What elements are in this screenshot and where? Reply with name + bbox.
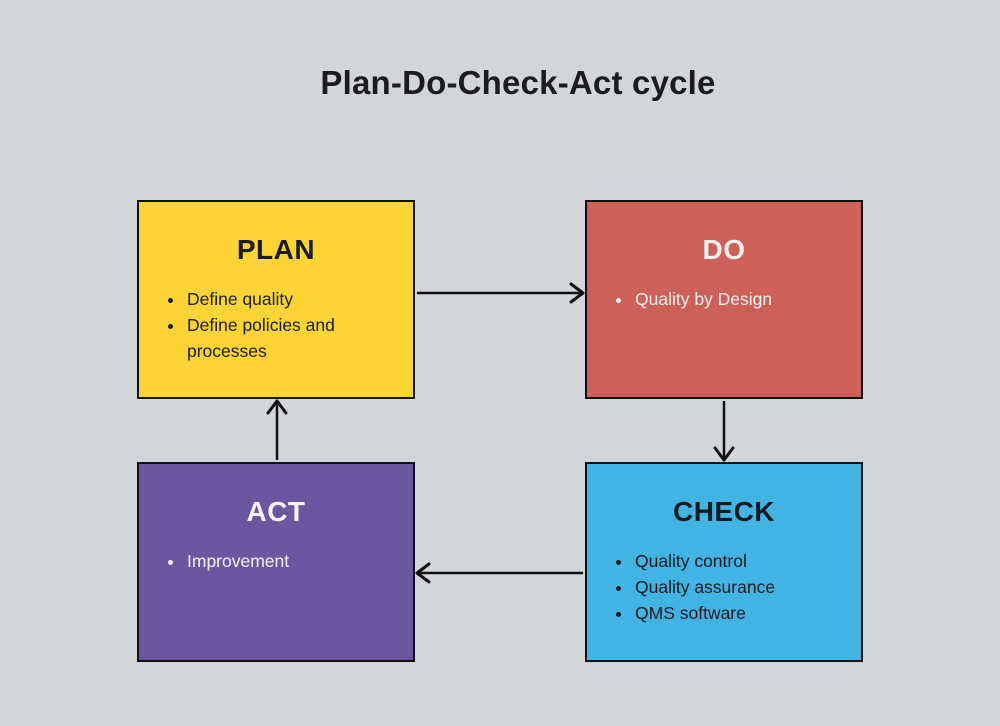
- arrow-act-to-plan: [266, 399, 288, 460]
- check-bullet-list: Quality control Quality assurance QMS so…: [587, 548, 861, 626]
- page-title: Plan-Do-Check-Act cycle: [320, 64, 716, 101]
- plan-box: PLAN Define quality Define policies and …: [137, 200, 415, 399]
- bullet-item: Define policies and processes: [185, 312, 389, 364]
- plan-box-title: PLAN: [236, 234, 316, 265]
- act-bullet-list: Improvement: [139, 548, 413, 574]
- do-box: DO Quality by Design: [585, 200, 863, 399]
- bullet-item: Quality by Design: [633, 286, 837, 312]
- plan-bullet-list: Define quality Define policies and proce…: [139, 286, 413, 364]
- arrow-plan-to-do: [417, 282, 585, 304]
- act-box: ACT Improvement: [137, 462, 415, 662]
- arrow-check-to-act: [415, 562, 583, 584]
- bullet-item: Improvement: [185, 548, 389, 574]
- arrow-do-to-check: [713, 401, 735, 462]
- bullet-item: Quality control: [633, 548, 837, 574]
- check-box: CHECK Quality control Quality assurance …: [585, 462, 863, 662]
- bullet-item: QMS software: [633, 600, 837, 626]
- check-box-title: CHECK: [672, 496, 776, 527]
- bullet-item: Define quality: [185, 286, 389, 312]
- do-bullet-list: Quality by Design: [587, 286, 861, 312]
- bullet-item: Quality assurance: [633, 574, 837, 600]
- act-box-title: ACT: [246, 496, 306, 527]
- do-box-title: DO: [702, 234, 746, 265]
